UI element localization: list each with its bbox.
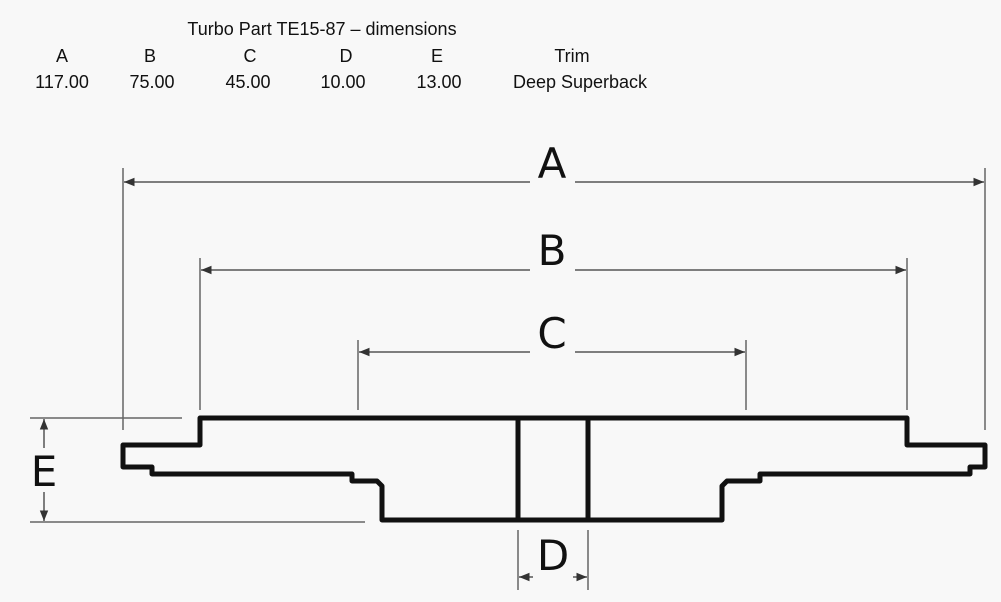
value-trim: Deep Superback — [512, 72, 648, 92]
header-trim: Trim — [554, 46, 590, 66]
value-c: 45.00 — [225, 72, 271, 92]
extension-lines — [30, 168, 986, 590]
part-profile — [120, 415, 988, 523]
header-e: E — [430, 46, 444, 66]
header-d: D — [339, 46, 353, 66]
header-c: C — [243, 46, 257, 66]
label-c: C — [537, 309, 566, 358]
value-a: 117.00 — [35, 72, 89, 92]
header-b: B — [143, 46, 157, 66]
label-d: D — [537, 531, 569, 580]
header-a: A — [55, 46, 69, 66]
label-b: B — [538, 226, 567, 275]
value-d: 10.00 — [320, 72, 366, 92]
label-e: E — [31, 447, 58, 496]
value-b: 75.00 — [129, 72, 175, 92]
diagram-title: Turbo Part TE15-87 – dimensions — [187, 19, 457, 39]
value-e: 13.00 — [416, 72, 462, 92]
label-a: A — [538, 139, 567, 188]
